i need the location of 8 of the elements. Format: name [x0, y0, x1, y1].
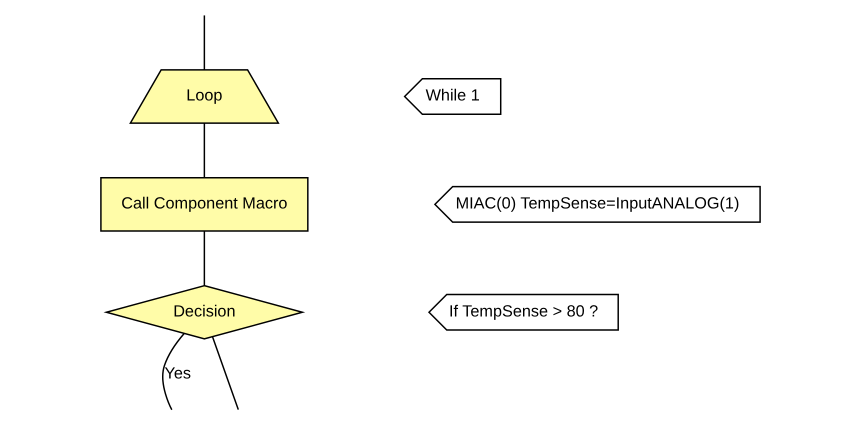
- edge-label: Yes: [164, 364, 192, 382]
- connector: [204, 123, 206, 178]
- node-box: Call Component Macro: [100, 177, 309, 232]
- connector: [162, 333, 185, 410]
- connector: [212, 336, 240, 410]
- node-diamond: Decision: [104, 284, 306, 340]
- connector: [204, 231, 206, 286]
- connector: [204, 15, 206, 70]
